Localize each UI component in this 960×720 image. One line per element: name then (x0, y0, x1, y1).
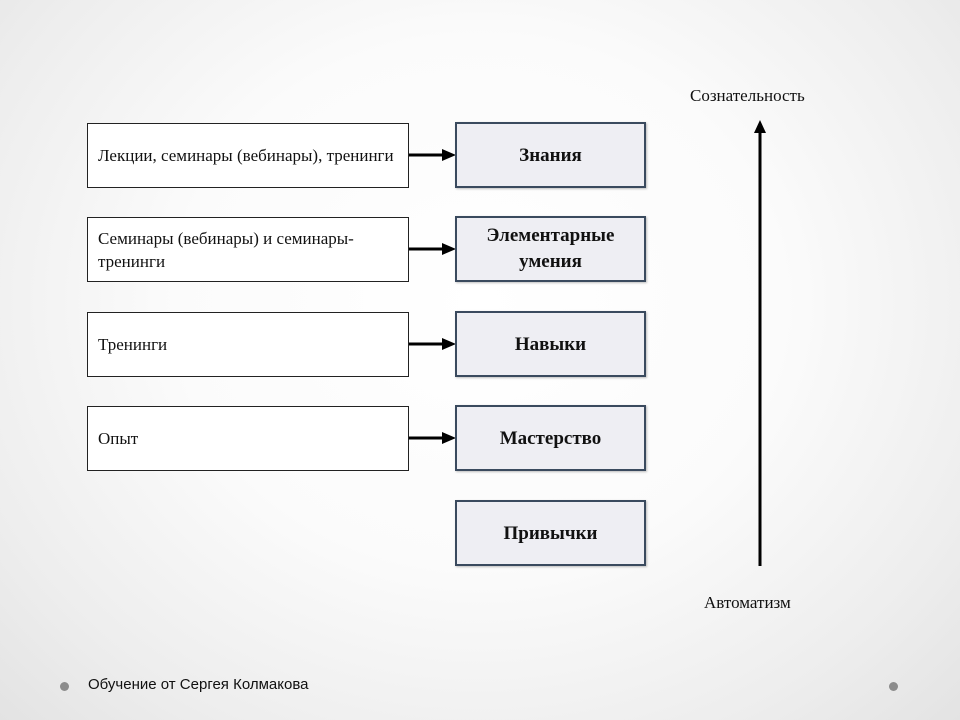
target-label: Навыки (514, 333, 587, 355)
source-label: Лекции, семинары (вебинары), тренинги (98, 146, 394, 165)
target-label: Элементарные умения (486, 225, 615, 272)
bullet-dot-right (889, 682, 898, 691)
target-box-elementary-skills: Элементарные умения (455, 216, 646, 282)
bullet-dot-left (60, 682, 69, 691)
source-box-seminars: Семинары (вебинары) и семинары-тренинги (87, 217, 409, 282)
source-box-trainings: Тренинги (87, 312, 409, 377)
target-box-mastery: Мастерство (455, 405, 646, 471)
target-box-habits: Привычки (455, 500, 646, 566)
target-label: Привычки (503, 522, 598, 544)
arrow-right-icon (409, 338, 456, 350)
target-label: Мастерство (499, 427, 602, 449)
source-box-lectures: Лекции, семинары (вебинары), тренинги (87, 123, 409, 188)
arrow-right-icon (409, 243, 456, 255)
vertical-arrow-up-icon (754, 120, 766, 566)
source-label: Тренинги (98, 335, 168, 354)
axis-top-label: Сознательность (690, 86, 805, 105)
source-box-experience: Опыт (87, 406, 409, 471)
source-label: Семинары (вебинары) и семинары-тренинги (98, 228, 354, 271)
arrow-right-icon (409, 432, 456, 444)
target-box-skills: Навыки (455, 311, 646, 377)
target-box-knowledge: Знания (455, 122, 646, 188)
source-label: Опыт (98, 429, 139, 448)
arrow-right-icon (409, 149, 456, 161)
target-label: Знания (519, 144, 582, 166)
footer-text: Обучение от Сергея Колмакова (88, 676, 309, 693)
axis-bottom-label: Автоматизм (704, 593, 791, 612)
